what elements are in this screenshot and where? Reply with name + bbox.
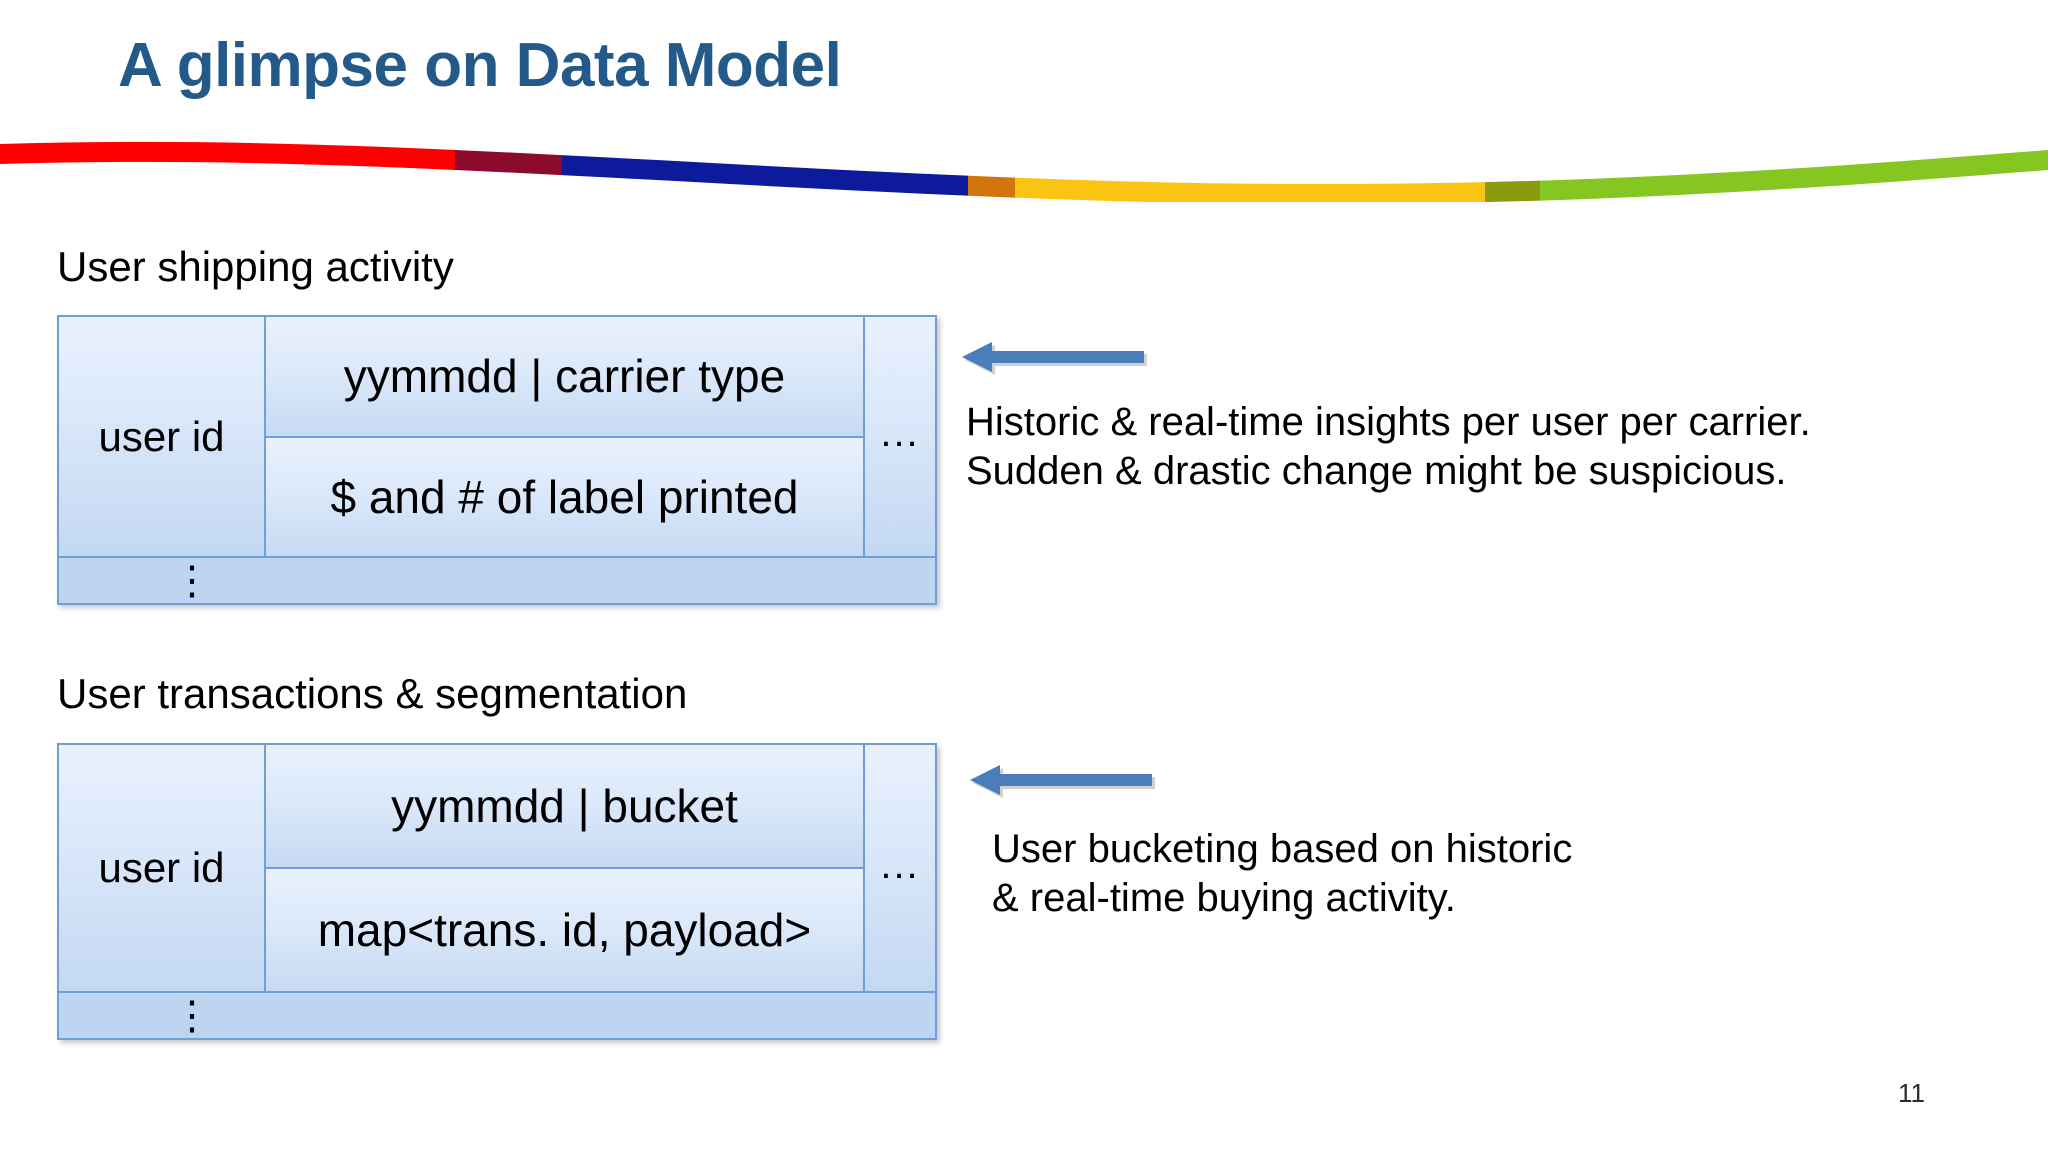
table-cell-user-id: user id [59, 745, 266, 991]
table-column-values: yymmdd | bucket map<trans. id, payload> [266, 745, 865, 991]
data-model-table-transactions: user id yymmdd | bucket map<trans. id, p… [57, 743, 937, 1040]
vertical-ellipsis-icon: ⋮ [172, 558, 212, 603]
annotation-line: & real-time buying activity. [992, 875, 1456, 920]
section-heading-transactions-segmentation: User transactions & segmentation [57, 670, 688, 717]
left-arrow-icon [962, 342, 1147, 375]
page-title: A glimpse on Data Model [118, 31, 842, 100]
table-footer-more-rows: ⋮ [59, 556, 935, 603]
table-cell-value-2: map<trans. id, payload> [266, 867, 863, 991]
table-cell-more-columns: ... [865, 745, 935, 991]
table-cell-value-1: yymmdd | bucket [266, 745, 863, 867]
vertical-ellipsis-icon: ⋮ [172, 993, 212, 1038]
table-footer-more-rows: ⋮ [59, 991, 935, 1038]
annotation-shipping-activity: Historic & real-time insights per user p… [966, 398, 1811, 496]
table-column-values: yymmdd | carrier type $ and # of label p… [266, 317, 865, 556]
table-cell-more-columns: ... [865, 317, 935, 556]
annotation-transactions-segmentation: User bucketing based on historic & real-… [992, 825, 1572, 923]
table-main-row: user id yymmdd | carrier type $ and # of… [59, 317, 935, 556]
annotation-line: User bucketing based on historic [992, 827, 1573, 871]
annotation-line: Sudden & drastic change might be suspici… [966, 448, 1787, 493]
table-main-row: user id yymmdd | bucket map<trans. id, p… [59, 745, 935, 991]
table-cell-value-2: $ and # of label printed [266, 435, 863, 556]
page-number: 11 [1898, 1078, 1925, 1108]
section-heading-shipping-activity: User shipping activity [57, 243, 454, 290]
left-arrow-icon [970, 765, 1155, 798]
data-model-table-shipping: user id yymmdd | carrier type $ and # of… [57, 315, 937, 605]
table-cell-value-1: yymmdd | carrier type [266, 317, 863, 436]
annotation-line: Historic & real-time insights per user p… [966, 400, 1811, 444]
table-cell-user-id: user id [59, 317, 266, 556]
decorative-color-ribbon [0, 141, 2048, 202]
